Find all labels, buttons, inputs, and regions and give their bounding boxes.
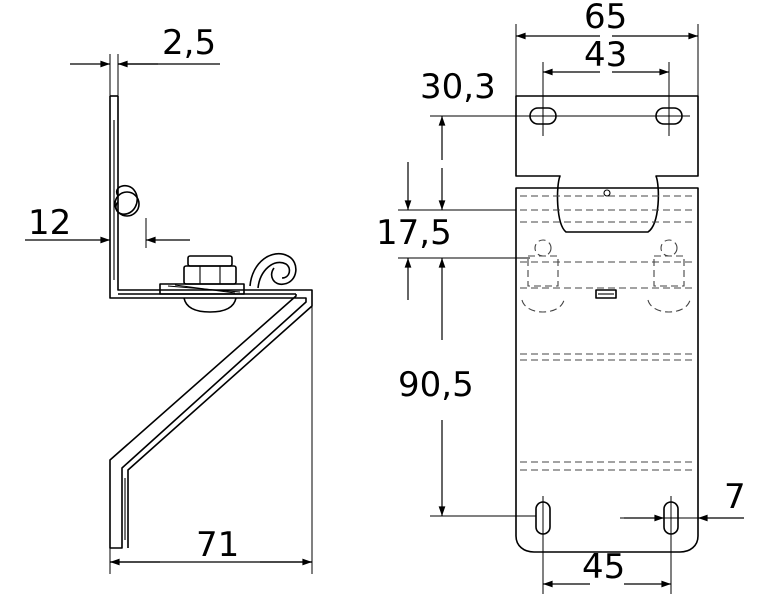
dim-top-hole-height-label: 30,3 (420, 67, 496, 107)
front-view-hidden-bolts (520, 239, 694, 313)
side-view-profile-inner (117, 96, 313, 548)
side-view: 2,5 12 71 (25, 23, 313, 574)
dim-hook-offset-label: 12 (28, 203, 71, 243)
front-view-top-tab (515, 95, 699, 233)
dim-hole-to-hole-label: 90,5 (398, 365, 474, 405)
side-view-profile-outer (109, 96, 307, 549)
side-view-small-hook (115, 184, 138, 215)
dim-overall-width-label: 65 (584, 0, 627, 37)
dim-edge-offset-label: 7 (724, 477, 746, 517)
dim-side-width-label: 71 (196, 525, 239, 565)
dim-bottom-hole-spacing-label: 45 (582, 547, 625, 587)
side-view-large-hook (249, 252, 297, 287)
front-view: 65 43 30,3 17,5 90,5 45 7 (376, 0, 746, 594)
dim-slot-height-label: 17,5 (376, 213, 452, 253)
dim-top-hole-spacing-label: 43 (584, 35, 627, 75)
side-view-bolt-nut (159, 255, 245, 313)
dim-thickness-label: 2,5 (162, 23, 216, 63)
front-view-body (515, 187, 699, 553)
